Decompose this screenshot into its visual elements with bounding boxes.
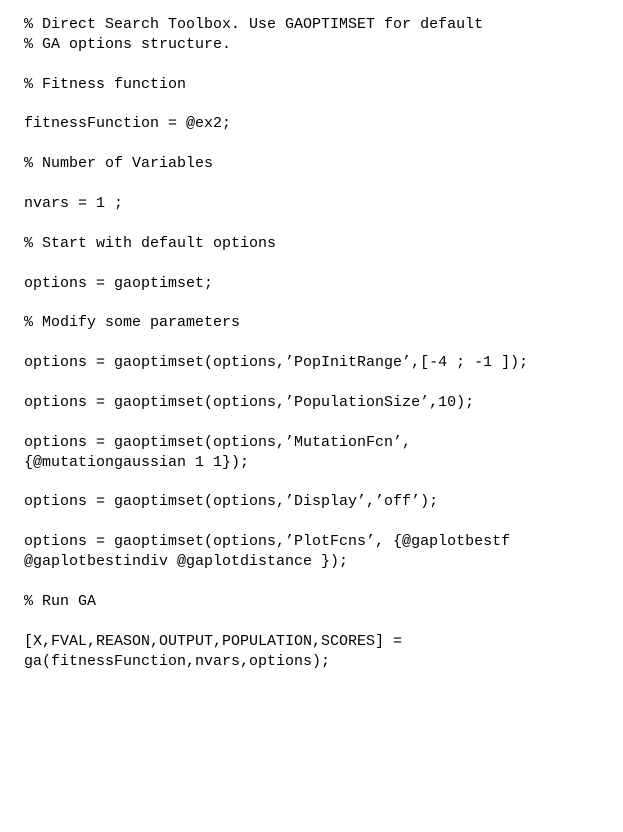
blank-line bbox=[24, 174, 613, 194]
blank-line bbox=[24, 512, 613, 532]
blank-line bbox=[24, 572, 613, 592]
code-document: % Direct Search Toolbox. Use GAOPTIMSET … bbox=[24, 15, 613, 671]
code-line: options = gaoptimset(options,’MutationFc… bbox=[24, 433, 412, 451]
comment-line: % Number of Variables bbox=[24, 155, 214, 173]
blank-line bbox=[24, 254, 613, 274]
comment-line: % Fitness function bbox=[24, 75, 187, 93]
comment-line: % GA options structure. bbox=[24, 35, 232, 53]
blank-line bbox=[24, 612, 613, 632]
code-line: @gaplotbestindiv @gaplotdistance }); bbox=[24, 553, 349, 571]
code-line: {@mutationgaussian 1 1}); bbox=[24, 453, 250, 471]
blank-line bbox=[24, 373, 613, 393]
blank-line bbox=[24, 134, 613, 154]
blank-line bbox=[24, 413, 613, 433]
blank-line bbox=[24, 55, 613, 75]
code-line: options = gaoptimset(options,’Population… bbox=[24, 393, 475, 411]
blank-line bbox=[24, 293, 613, 313]
code-line: options = gaoptimset; bbox=[24, 274, 214, 292]
blank-line bbox=[24, 214, 613, 234]
code-line: ga(fitnessFunction,nvars,options); bbox=[24, 652, 331, 670]
blank-line bbox=[24, 95, 613, 115]
comment-line: % Start with default options bbox=[24, 234, 277, 252]
comment-line: % Run GA bbox=[24, 592, 97, 610]
blank-line bbox=[24, 333, 613, 353]
code-line: fitnessFunction = @ex2; bbox=[24, 115, 232, 133]
comment-line: % Direct Search Toolbox. Use GAOPTIMSET … bbox=[24, 16, 484, 33]
code-line: nvars = 1 ; bbox=[24, 195, 124, 213]
code-line: options = gaoptimset(options,’PlotFcns’,… bbox=[24, 533, 511, 551]
comment-line: % Modify some parameters bbox=[24, 314, 241, 332]
code-line: [X,FVAL,REASON,OUTPUT,POPULATION,SCORES]… bbox=[24, 632, 403, 650]
code-line: options = gaoptimset(options,’PopInitRan… bbox=[24, 354, 529, 372]
code-line: options = gaoptimset(options,’Display’,’… bbox=[24, 493, 439, 511]
blank-line bbox=[24, 472, 613, 492]
